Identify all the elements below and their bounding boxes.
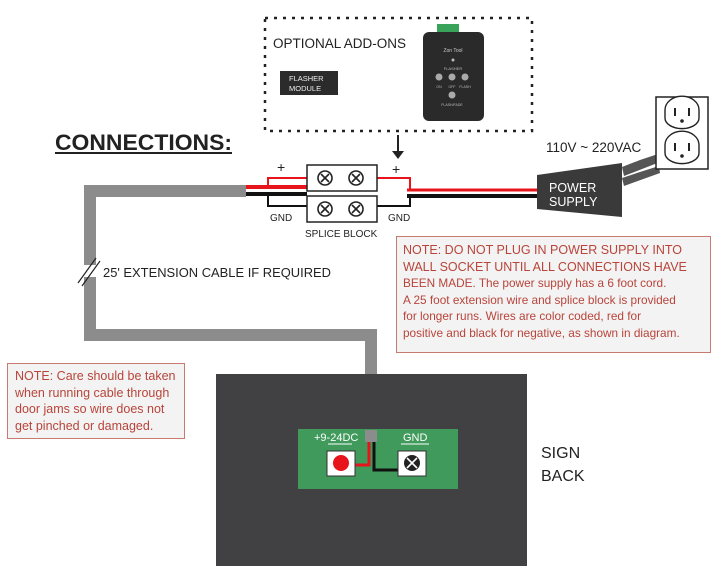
power-supply-body bbox=[537, 163, 622, 217]
splice-gnd-left: GND bbox=[270, 213, 292, 224]
note-power-line: WALL SOCKET UNTIL ALL CONNECTIONS HAVE bbox=[403, 259, 687, 274]
note-power-line: BEEN MADE. The power supply has a 6 foot… bbox=[403, 276, 667, 290]
note-power-line: A 25 foot extension wire and splice bloc… bbox=[403, 292, 676, 307]
wall-outlet-icon bbox=[655, 95, 709, 170]
note-cable-line: door jams so wire does not bbox=[15, 402, 165, 416]
remote-connector bbox=[437, 24, 459, 34]
remote-footer-label: FLASH/FADE bbox=[441, 103, 463, 107]
splice-plus-left: + bbox=[277, 159, 285, 175]
cable-break-icon bbox=[77, 257, 102, 287]
note-power-line: NOTE: DO NOT PLUG IN POWER SUPPLY INTO bbox=[403, 243, 682, 257]
terminal-positive-screw-icon bbox=[326, 450, 356, 477]
board-positive-wire bbox=[355, 442, 371, 467]
note-cable-line: NOTE: Care should be taken bbox=[15, 369, 176, 383]
remote-indicator-icon bbox=[451, 58, 455, 62]
flasher-module-badge bbox=[280, 71, 338, 95]
power-supply-line-1: POWER bbox=[549, 181, 596, 195]
left-negative-lead bbox=[267, 194, 307, 207]
left-positive-lead bbox=[267, 177, 307, 187]
splice-block-label: SPLICE BLOCK bbox=[305, 229, 378, 240]
sign-back-line-2: BACK bbox=[541, 468, 585, 485]
cable-end bbox=[365, 430, 377, 442]
remote-button-label-off: OFF bbox=[449, 85, 456, 89]
board-negative-wire bbox=[372, 442, 398, 472]
remote-button-off bbox=[448, 73, 456, 81]
splice-screw-icon bbox=[317, 201, 333, 217]
splice-block bbox=[306, 164, 378, 223]
power-supply-line-2: SUPPLY bbox=[549, 195, 598, 209]
note-cable-line: get pinched or damaged. bbox=[15, 418, 154, 433]
optional-addons-label: OPTIONAL ADD-ONS bbox=[273, 36, 406, 51]
terminal-ground-screw-icon bbox=[397, 450, 427, 477]
remote-button-label-flash: FLASH bbox=[459, 85, 471, 89]
extension-cable-label: 25' EXTENSION CABLE IF REQUIRED bbox=[103, 265, 331, 280]
flasher-module-line-1: FLASHER bbox=[289, 74, 324, 83]
sign-back-line-1: SIGN bbox=[541, 445, 580, 462]
splice-screw-icon bbox=[317, 170, 333, 186]
remote-button-flash-fade bbox=[448, 91, 456, 99]
splice-gnd-right: GND bbox=[388, 213, 410, 224]
remote-device: Zon Tool FLASHER ON OFF FLASH FLASH/FADE bbox=[423, 24, 484, 121]
remote-button-on bbox=[435, 73, 443, 81]
remote-sub-label: FLASHER bbox=[444, 66, 463, 71]
power-supply: POWER SUPPLY bbox=[537, 154, 660, 217]
terminal-board bbox=[298, 429, 458, 489]
remote-button-flash bbox=[461, 73, 469, 81]
splice-screw-icon bbox=[348, 201, 364, 217]
optional-addons-group: OPTIONAL ADD-ONS FLASHER MODULE Zon Tool… bbox=[263, 16, 534, 133]
voltage-label: 110V ~ 220VAC bbox=[546, 140, 641, 155]
note-power: NOTE: DO NOT PLUG IN POWER SUPPLY INTO W… bbox=[396, 236, 711, 353]
terminal-positive-label: +9-24DC bbox=[314, 432, 358, 444]
note-cable-line: when running cable through bbox=[15, 385, 170, 400]
power-plug-prong bbox=[622, 154, 660, 176]
optional-addons-box bbox=[263, 16, 534, 133]
right-negative-lead bbox=[377, 196, 411, 207]
splice-screw-icon bbox=[348, 170, 364, 186]
splice-plus-right: + bbox=[392, 161, 400, 177]
page-title: CONNECTIONS: bbox=[55, 130, 232, 155]
right-positive-lead bbox=[377, 177, 411, 189]
note-cable: NOTE: Care should be taken when running … bbox=[7, 363, 185, 439]
note-power-line: positive and black for negative, as show… bbox=[403, 325, 680, 340]
note-power-line: for longer runs. Wires are color coded, … bbox=[403, 309, 642, 323]
flasher-module-line-2: MODULE bbox=[289, 84, 321, 93]
terminal-ground-label: GND bbox=[403, 432, 428, 444]
addon-arrow-icon bbox=[392, 135, 404, 159]
power-plug-prong bbox=[622, 166, 660, 186]
remote-header-label: Zon Tool bbox=[443, 48, 462, 54]
extension-cable bbox=[84, 185, 377, 440]
remote-button-label-on: ON bbox=[436, 85, 442, 89]
